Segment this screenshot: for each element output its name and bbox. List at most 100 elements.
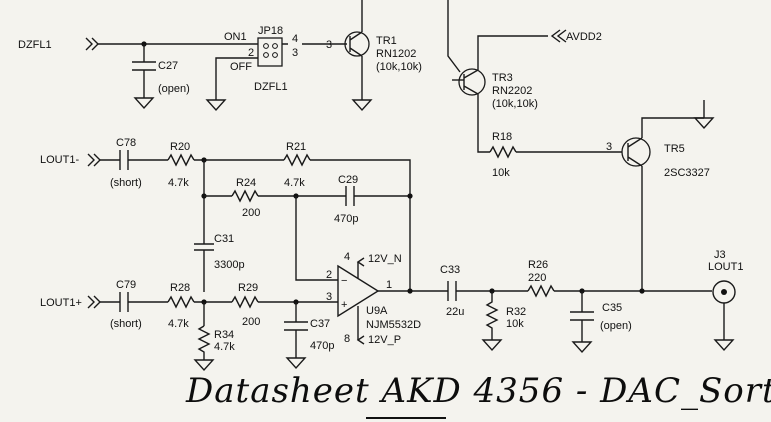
- ground-symbol: [713, 339, 735, 352]
- jumper-name: DZFL1: [254, 81, 288, 93]
- net-label-dzfl1: DZFL1: [18, 39, 52, 51]
- supply-label-12v-n: 12V_N: [368, 253, 402, 265]
- resistor-r34: [197, 325, 211, 360]
- tr1-part: RN1202: [376, 48, 416, 60]
- svg-text:−: −: [341, 275, 347, 287]
- c29-ref: C29: [338, 174, 358, 186]
- capacitor-c31: [194, 243, 214, 251]
- ground-symbol: [205, 99, 227, 112]
- u9a-pin-3: 3: [326, 291, 332, 303]
- dzfl1-section: DZFL1 C27 (open) ON1 OFF JP18 DZFL1 2 4 …: [18, 0, 422, 112]
- net-arrow-dzfl1: [85, 37, 99, 51]
- u9a-part: NJM5532D: [366, 319, 421, 331]
- c33-ref: C33: [440, 264, 460, 276]
- u9a-pin-1: 1: [386, 279, 392, 291]
- c35-ref: C35: [602, 302, 622, 314]
- r21-ref: R21: [286, 141, 306, 153]
- tr3-part: RN2202: [492, 85, 532, 97]
- resistor-r32: [485, 291, 499, 340]
- connector-j3: [712, 280, 736, 304]
- tr3-ref: TR3: [492, 72, 513, 84]
- r29-ref: R29: [238, 282, 258, 294]
- net-arrow-lout1-plus: [87, 295, 101, 309]
- r29-value: 200: [242, 316, 260, 328]
- ground-symbol: [285, 357, 307, 370]
- j3-ref: J3: [714, 249, 726, 261]
- u9a-pin-8: 8: [344, 333, 350, 345]
- supply-label-12v-p: 12V_P: [368, 334, 401, 346]
- jumper-pin-4: 4: [292, 33, 298, 45]
- u9a-ref: U9A: [366, 305, 388, 317]
- output-amplifier: LOUT1- C78 (short) R20 4.7k R21 4.7k C31…: [40, 137, 743, 372]
- j3-name: LOUT1: [708, 261, 743, 273]
- capacitor-c79: [119, 292, 129, 312]
- c79-value: (short): [110, 318, 142, 330]
- tr5-ref: TR5: [664, 143, 685, 155]
- r20-ref: R20: [170, 141, 190, 153]
- r18-value: 10k: [492, 167, 510, 179]
- r28-value: 4.7k: [168, 318, 189, 330]
- r24-ref: R24: [236, 177, 256, 189]
- r26-value: 220: [528, 272, 546, 284]
- tr3-value: (10k,10k): [492, 98, 538, 110]
- transistor-tr3: [458, 68, 486, 96]
- handwritten-note: Datasheet AKD 4356 - DAC_Sortie -: [185, 371, 771, 411]
- r24-value: 200: [242, 207, 260, 219]
- net-label-lout1-plus: LOUT1+: [40, 297, 82, 309]
- tr5-part: 2SC3327: [664, 167, 710, 179]
- net-label-lout1-minus: LOUT1-: [40, 154, 79, 166]
- transistor-tr1: [344, 31, 370, 57]
- c37-ref: C37: [310, 318, 330, 330]
- ground-symbol: [351, 99, 373, 112]
- tr1-pin: 3: [326, 39, 332, 51]
- ground-symbol: [133, 97, 155, 110]
- jumper-ref: JP18: [258, 25, 283, 37]
- jumper-jp18: [257, 37, 283, 67]
- jumper-off-label: OFF: [230, 61, 252, 73]
- net-arrow-avdd2: [550, 29, 567, 43]
- c78-value: (short): [110, 177, 142, 189]
- u9a-pin-4: 4: [344, 251, 350, 263]
- mute-section: AVDD2 TR3 RN2202 (10k,10k) R18 10k 3 TR5…: [447, 0, 715, 292]
- tr1-ref: TR1: [376, 35, 397, 47]
- capacitor-c29: [345, 186, 355, 206]
- c79-ref: C79: [116, 279, 136, 291]
- resistor-r18: [489, 145, 517, 159]
- resistor-r29: [231, 295, 259, 309]
- r26-ref: R26: [528, 259, 548, 271]
- u9a-pin-2: 2: [326, 269, 332, 281]
- net-label-avdd2: AVDD2: [566, 31, 602, 43]
- resistor-r26: [527, 284, 555, 298]
- jumper-pin-3: 3: [292, 47, 298, 59]
- ground-symbol: [193, 359, 215, 372]
- jumper-on-label: ON1: [224, 31, 247, 43]
- ground-symbol: [571, 341, 593, 354]
- c78-ref: C78: [116, 137, 136, 149]
- capacitor-c27: [132, 61, 156, 71]
- tr1-value: (10k,10k): [376, 61, 422, 73]
- transistor-tr5: [621, 137, 651, 167]
- resistor-r24: [231, 189, 259, 203]
- svg-text:+: +: [341, 299, 347, 311]
- c31-value: 3300p: [214, 259, 245, 271]
- r32-ref: R32: [506, 306, 526, 318]
- capacitor-c78: [119, 150, 129, 170]
- net-arrow-lout1-minus: [87, 153, 101, 167]
- capacitor-c37: [284, 321, 308, 331]
- c27-value: (open): [158, 83, 190, 95]
- r18-ref: R18: [492, 131, 512, 143]
- resistor-r20: [167, 153, 195, 167]
- jumper-pin-2: 2: [248, 47, 254, 59]
- r28-ref: R28: [170, 282, 190, 294]
- ground-symbol: [693, 117, 715, 130]
- resistor-r21: [283, 153, 311, 167]
- c27-ref: C27: [158, 60, 178, 72]
- c29-value: 470p: [334, 213, 358, 225]
- opamp-u9a: − +: [337, 264, 380, 318]
- r20-value: 4.7k: [168, 177, 189, 189]
- resistor-r28: [167, 295, 195, 309]
- r21-value: 4.7k: [284, 177, 305, 189]
- ground-symbol: [481, 339, 503, 352]
- c33-value: 22u: [446, 306, 464, 318]
